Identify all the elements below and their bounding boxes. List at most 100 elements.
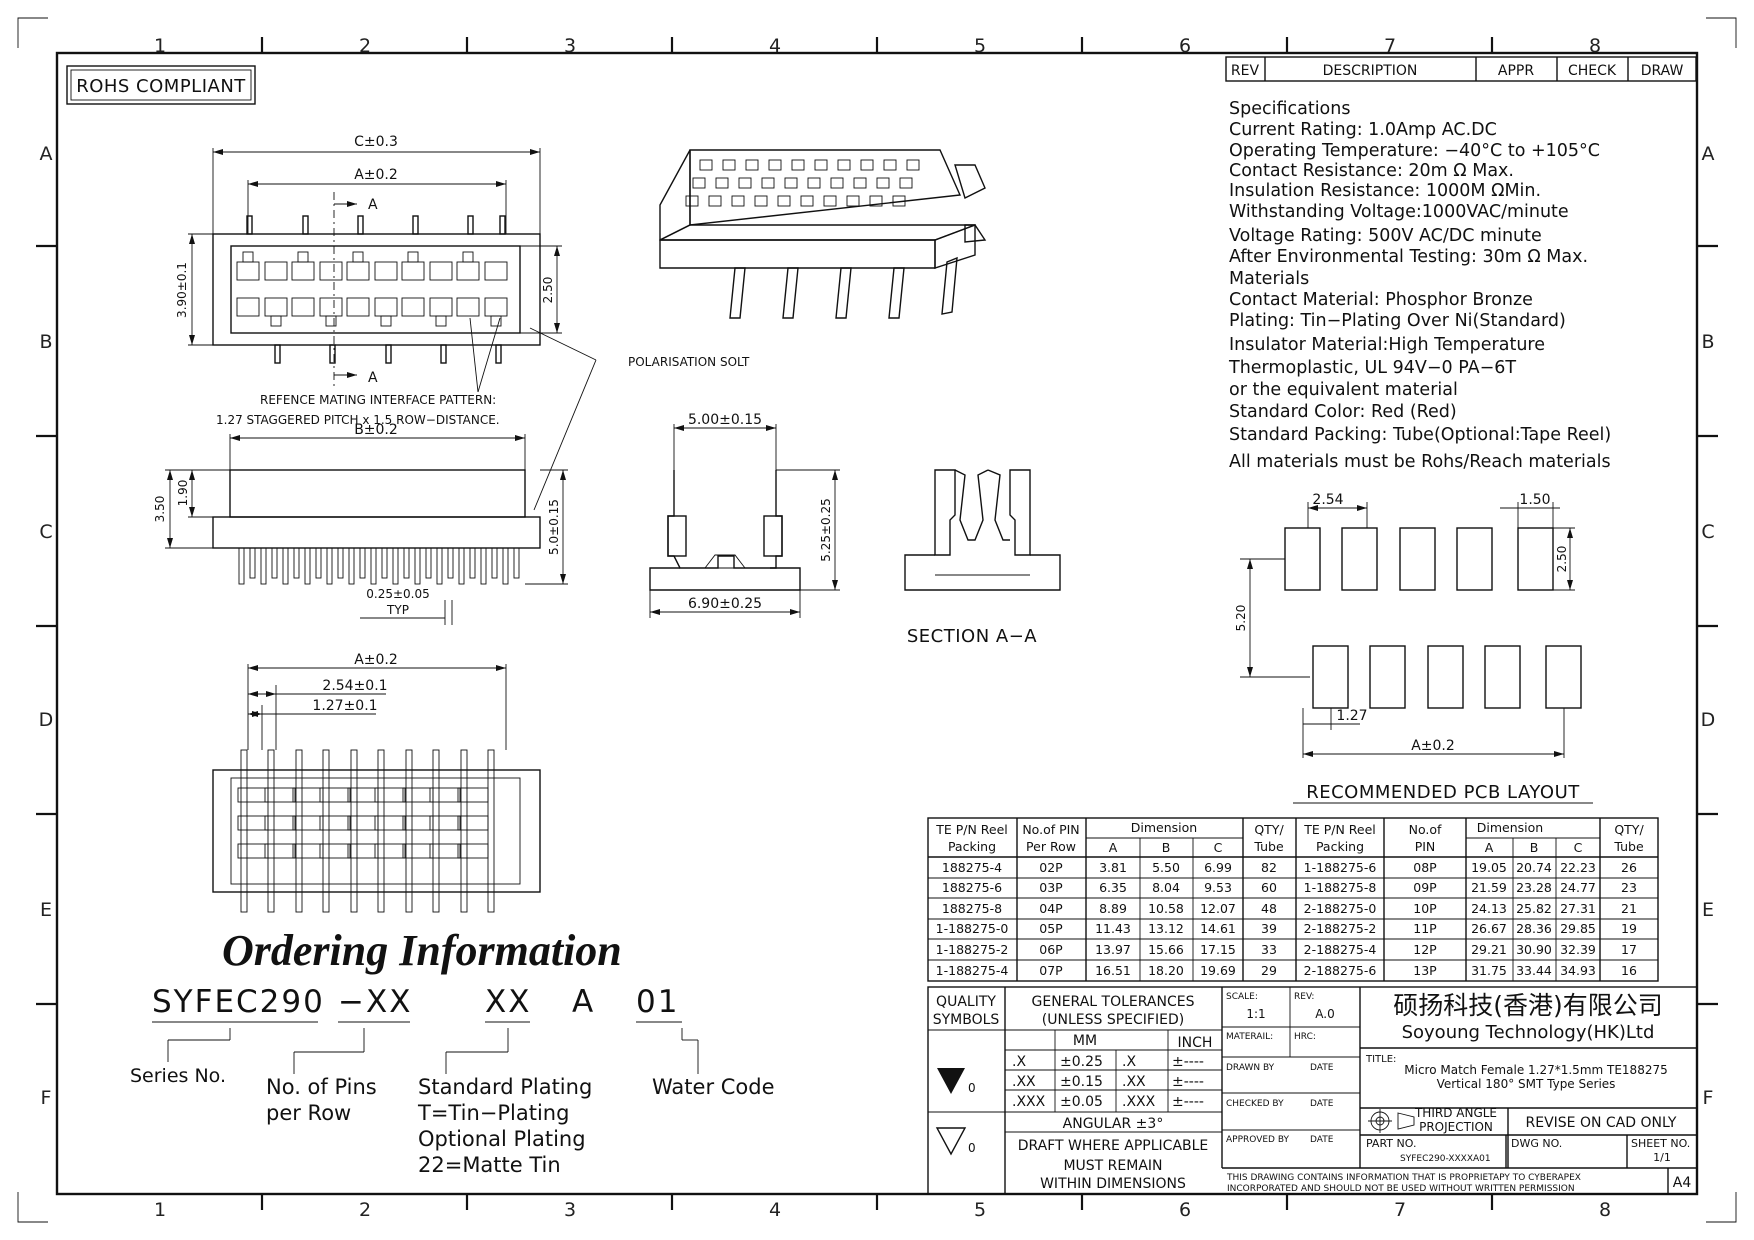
zone-row-a-right: A (1702, 143, 1715, 165)
zone-col-2-bottom: 2 (359, 1199, 371, 1221)
zone-col-3-bottom: 3 (564, 1199, 576, 1221)
rev-label: REV: (1294, 992, 1314, 1002)
quality-symbol-0: 0 (968, 1081, 976, 1095)
table-cell: 23 (1621, 880, 1637, 895)
gen-tol-2: (UNLESS SPECIFIED) (1042, 1012, 1184, 1028)
th-dimension: Dimension (1131, 820, 1197, 835)
table-cell: 13.97 (1095, 942, 1131, 957)
section-mark-bottom: A (368, 370, 378, 386)
dim-pin-width: 0.25±0.05 (366, 587, 430, 601)
ref-pattern-line1: REFENCE MATING INTERFACE PATTERN: (260, 393, 496, 407)
table-cell: 1-188275-6 (1304, 860, 1377, 875)
tol-xx-inch-label: .XX (1122, 1074, 1146, 1090)
th-a-right: A (1485, 840, 1494, 855)
dim-c: C±0.3 (354, 134, 398, 150)
table-cell: 21 (1621, 901, 1637, 916)
code-a: A (572, 984, 595, 1020)
zone-labels-bottom: 1 2 3 4 5 6 7 8 (154, 1199, 1611, 1221)
checked-by-label: CHECKED BY (1226, 1099, 1284, 1109)
zone-row-a-left: A (40, 143, 53, 165)
th-c-right: C (1574, 840, 1583, 855)
table-cell: 1-188275-0 (936, 921, 1009, 936)
material-label: MATERAIL: (1226, 1032, 1273, 1042)
dim-h250: 2.50 (541, 277, 555, 304)
drawn-by-label: DRAWN BY (1226, 1063, 1275, 1073)
description-header: DESCRIPTION (1323, 63, 1418, 79)
plating-label-2: T=Tin−Plating (417, 1101, 569, 1125)
zone-ticks (36, 37, 1718, 1210)
table-cell: 188275-8 (942, 901, 1002, 916)
check-header: CHECK (1568, 63, 1617, 79)
spec-line: Thermoplastic, UL 94V−0 PA−6T (1228, 358, 1516, 378)
rohs-label: ROHS COMPLIANT (76, 76, 246, 97)
th-dimension-right: Dimension (1477, 820, 1543, 835)
zone-col-5: 5 (974, 35, 986, 57)
table-cell: 23.28 (1516, 880, 1552, 895)
pcb-dim-127: 1.27 (1336, 708, 1367, 724)
spec-line: Standard Packing: Tube(Optional:Tape Ree… (1229, 425, 1611, 445)
gen-tol-1: GENERAL TOLERANCES (1032, 994, 1195, 1010)
spec-line: Withstanding Voltage:1000VAC/minute (1229, 202, 1569, 222)
dim-h525: 5.25±0.25 (819, 498, 833, 562)
quality-symbol-solid (937, 1068, 965, 1094)
sheet-size: A4 (1673, 1175, 1692, 1191)
table-cell: 3.81 (1099, 860, 1127, 875)
table-cell: 29 (1261, 963, 1277, 978)
dim-a-bottom: A±0.2 (354, 652, 398, 668)
checked-date-label: DATE (1310, 1099, 1334, 1109)
spec-line: Plating: Tin−Plating Over Ni(Standard) (1229, 311, 1566, 331)
draft-line-3: WITHIN DIMENSIONS (1040, 1176, 1186, 1192)
dwg-no-label: DWG NO. (1511, 1137, 1562, 1150)
table-cell: 05P (1039, 921, 1063, 936)
table-cell: 188275-4 (942, 860, 1002, 875)
zone-labels-top: 1 2 3 4 5 6 7 8 (154, 35, 1601, 57)
spec-line: Standard Color: Red (Red) (1229, 402, 1457, 422)
tol-xxx-inch: ±---- (1172, 1094, 1204, 1110)
plating-label-4: 22=Matte Tin (418, 1153, 561, 1177)
draw-header: DRAW (1641, 63, 1684, 79)
table-cell: 15.66 (1148, 942, 1184, 957)
spec-line: Contact Material: Phosphor Bronze (1229, 290, 1533, 310)
table-cell: 188275-6 (942, 880, 1002, 895)
scale-label: SCALE: (1226, 992, 1258, 1002)
table-cell: 39 (1261, 921, 1277, 936)
polarisation-label: POLARISATION SOLT (628, 355, 750, 369)
code-series: SYFEC290 (152, 984, 325, 1020)
table-cell: 19.69 (1200, 963, 1236, 978)
dim-h350: 3.50 (153, 496, 167, 523)
spec-line: Current Rating: 1.0Amp AC.DC (1229, 120, 1497, 140)
rohs-badge: ROHS COMPLIANT (66, 65, 256, 105)
table-cell: 9.53 (1204, 880, 1232, 895)
sheet-no-value: 1/1 (1653, 1151, 1671, 1164)
zone-col-7: 7 (1384, 35, 1396, 57)
pcb-dim-250: 2.50 (1555, 546, 1569, 573)
table-cell: 16.51 (1095, 963, 1131, 978)
dim-b: B±0.2 (354, 422, 398, 438)
pins-label-2: per Row (266, 1101, 351, 1125)
revise-note: REVISE ON CAD ONLY (1526, 1115, 1677, 1131)
table-cell: 11.43 (1095, 921, 1131, 936)
bottom-view: A±0.2 2.54±0.1 1.27±0.1 (212, 652, 541, 913)
zone-col-6-bottom: 6 (1179, 1199, 1191, 1221)
table-cell: 12P (1413, 942, 1437, 957)
quality-symbol-outline (935, 1127, 967, 1156)
spec-line: All materials must be Rohs/Reach materia… (1229, 452, 1611, 472)
ordering-title: Ordering Information (222, 926, 622, 975)
table-cell: 20.74 (1516, 860, 1552, 875)
tol-xx-inch: ±---- (1172, 1074, 1204, 1090)
zone-row-f-left: F (41, 1087, 52, 1109)
angular-tolerance: ANGULAR ±3° (1063, 1116, 1164, 1132)
table-cell: 5.50 (1152, 860, 1180, 875)
specifications: Specifications Current Rating: 1.0Amp AC… (1228, 99, 1611, 472)
zone-row-c-right: C (1701, 521, 1714, 543)
spec-line: Operating Temperature: −40°C to +105°C (1229, 141, 1600, 161)
zone-col-4-bottom: 4 (769, 1199, 781, 1221)
pcb-dim-254: 2.54 (1312, 492, 1343, 508)
rev-value: A.0 (1315, 1007, 1334, 1021)
pcb-dim-a: A±0.2 (1411, 738, 1455, 754)
side-view: 5.00±0.15 5.25±0.25 6.90±0.25 (649, 412, 840, 618)
spec-line: After Environmental Testing: 30m Ω Max. (1229, 247, 1588, 267)
table-cell: 13P (1413, 963, 1437, 978)
